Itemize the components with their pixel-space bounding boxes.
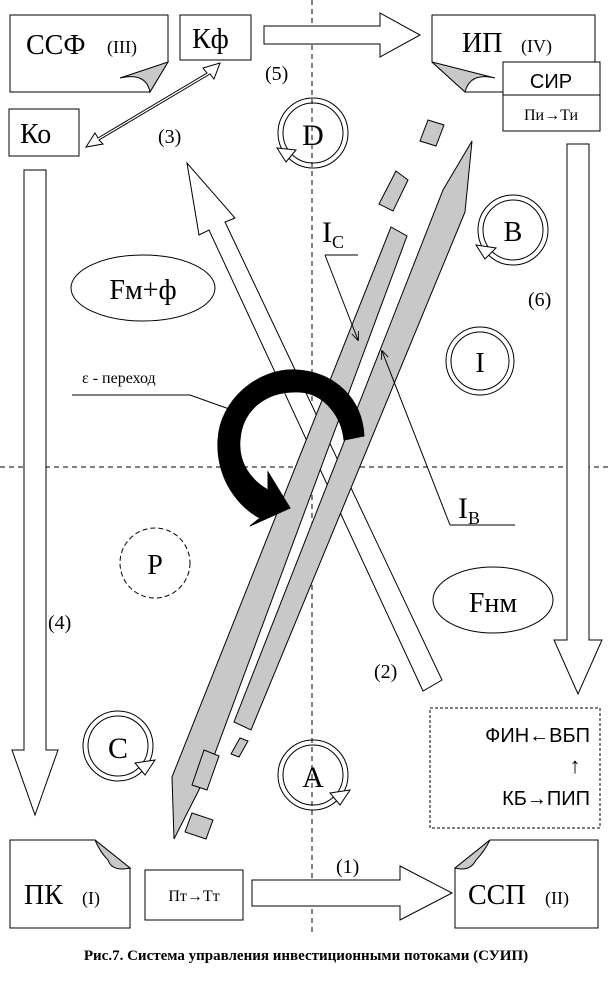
flow-arrow-5 (263, 12, 422, 58)
node-pk: ПК (I) (9, 839, 132, 929)
cycle-d: D (276, 97, 349, 169)
ic-label: IC (322, 216, 344, 252)
cycle-b-label: B (504, 217, 523, 248)
node-pttt: Пт→Тт (144, 869, 244, 921)
epsilon-pointer (72, 394, 233, 411)
fnm-label: Fнм (469, 588, 518, 619)
flow-arrow-4 (11, 169, 59, 817)
flow-number-2: (2) (374, 661, 397, 683)
node-kf: Кф (179, 14, 252, 61)
fin-box: ФИН←ВБП ↑ КБ→ПИП (429, 707, 601, 829)
ssp-label: ССП (468, 880, 526, 911)
ip-label: ИП (462, 28, 502, 59)
cycle-b: B (474, 194, 549, 266)
kf-label: Кф (192, 24, 229, 55)
fin-up-arrow: ↑ (570, 753, 581, 778)
node-p: Р (119, 527, 191, 599)
flow-arrow-1 (251, 865, 454, 921)
node-ssp: ССП (II) (453, 839, 599, 929)
node-ko: Ко (8, 108, 80, 157)
node-piti: Пи→Ти (502, 94, 601, 132)
cycle-c: C (82, 710, 157, 782)
i-label: I (475, 348, 484, 379)
ic-sub: C (332, 232, 344, 252)
pk-label: ПК (24, 880, 63, 911)
p-label: Р (147, 550, 163, 581)
cycle-c-label: C (108, 732, 128, 765)
flow-arrow-6 (553, 143, 603, 696)
flow-number-4: (4) (48, 612, 71, 634)
cycle-a: A (277, 739, 352, 811)
ip-roman: (IV) (521, 36, 552, 57)
pttt-label: Пт→Тт (168, 888, 219, 905)
node-sir: СИР (502, 61, 601, 96)
flow-number-5: (5) (265, 63, 288, 85)
ib-sub: В (468, 508, 480, 528)
node-i: I (445, 326, 515, 396)
ko-label: Ко (20, 119, 51, 150)
sir-label: СИР (530, 71, 572, 93)
fin-row-2: КБ→ПИП (502, 788, 590, 810)
cycle-d-label: D (302, 119, 324, 152)
ib-pointer-arrow (382, 351, 451, 526)
ib-label: IВ (458, 492, 480, 528)
epsilon-swirl (217, 369, 365, 527)
flow-number-6: (6) (528, 289, 551, 311)
fin-row-1: ФИН←ВБП (485, 725, 590, 747)
flow-number-1: (1) (336, 856, 359, 878)
node-fmf: Fм+ф (70, 254, 216, 322)
ib-main: I (458, 492, 468, 525)
ssp-roman: (II) (545, 888, 569, 909)
ic-main: I (322, 216, 332, 249)
fmf-label: Fм+ф (109, 275, 176, 306)
flow-arrow-3 (84, 62, 221, 148)
node-fnm: Fнм (432, 566, 554, 634)
grey-band-left (171, 170, 409, 840)
cycle-a-label: A (302, 761, 324, 794)
ic-pointer-arrow (324, 254, 358, 340)
node-ssf: ССФ (III) (9, 14, 170, 94)
figure-caption: Рис.7. Система управления инвестиционным… (84, 948, 528, 964)
ssf-label: ССФ (26, 30, 85, 61)
ssf-roman: (III) (107, 37, 137, 58)
piti-label: Пи→Ти (524, 107, 578, 124)
epsilon-label: ε - переход (82, 370, 156, 387)
pk-roman: (I) (82, 888, 100, 909)
flow-number-3: (3) (158, 126, 181, 148)
